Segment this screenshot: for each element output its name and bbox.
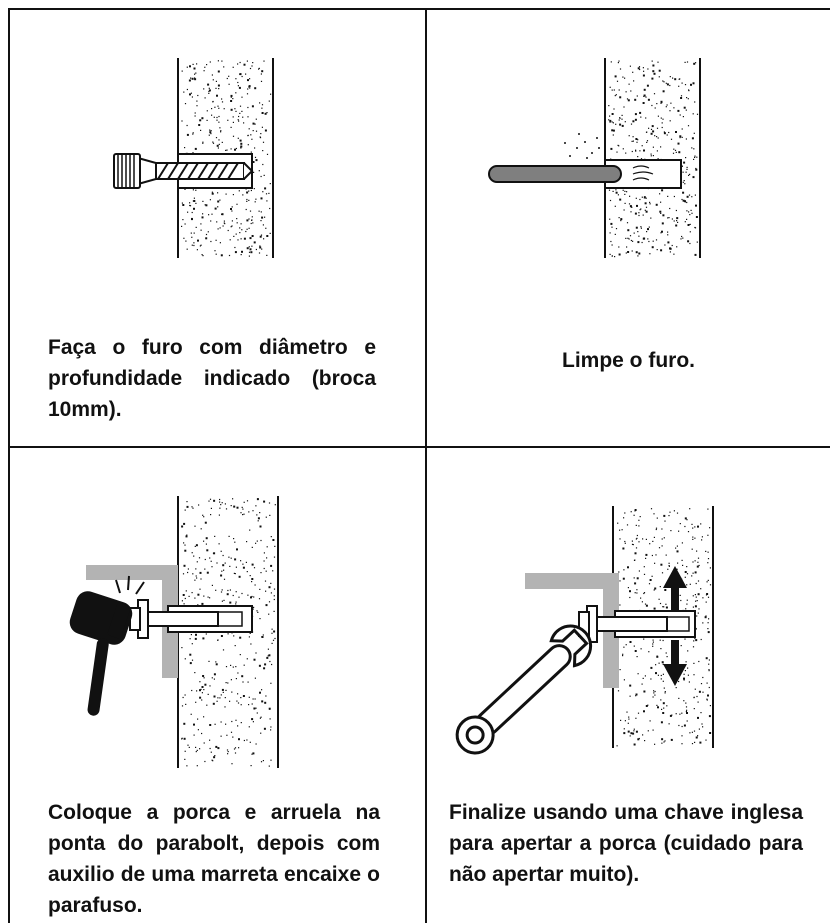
step-1-caption: Faça o furo com diâmetro e profundidade … (48, 336, 376, 421)
wrench-icon (455, 506, 714, 755)
grid-divider-horizontal (8, 446, 830, 448)
grid-border-top (8, 8, 830, 10)
concrete-wall (605, 58, 700, 258)
step-3-panel: Coloque a porca e arruela na ponta do pa… (8, 448, 425, 923)
instruction-grid: Faça o furo com diâmetro e profundidade … (8, 8, 830, 923)
step-2-caption: Limpe o furo. (562, 349, 695, 372)
grid-divider-vertical (425, 8, 427, 923)
step-2-panel: Limpe o furo. (427, 8, 830, 446)
drill-icon (113, 58, 274, 258)
grid-border-left (8, 8, 10, 923)
cleaning-rod-icon (488, 58, 701, 258)
step-3-caption: Coloque a porca e arruela na ponta do pa… (48, 801, 380, 917)
step-1-panel: Faça o furo com diâmetro e profundidade … (8, 8, 425, 446)
step-4-caption: Finalize usando uma chave inglesa para a… (449, 801, 803, 886)
step-4-panel: Finalize usando uma chave inglesa para a… (427, 448, 830, 923)
hammer-icon (69, 496, 279, 768)
